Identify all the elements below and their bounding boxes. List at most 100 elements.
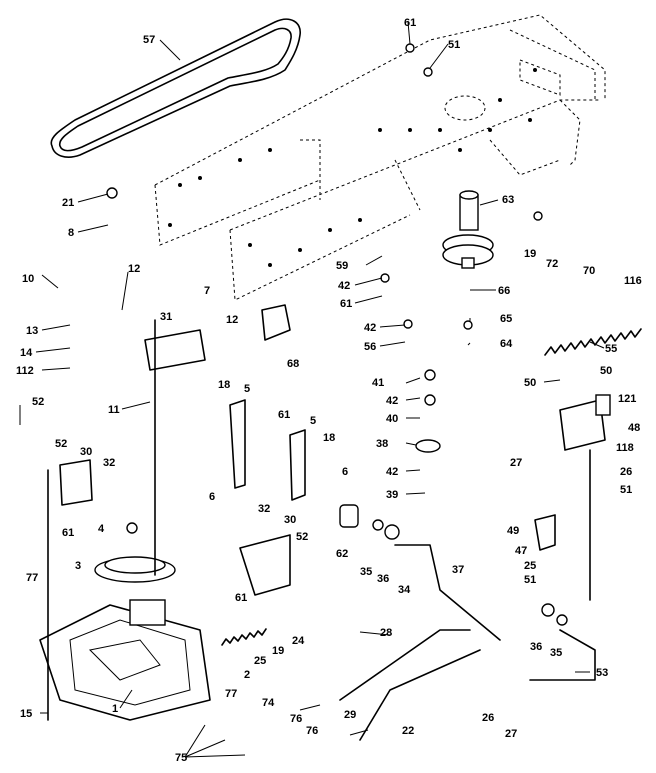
spring-25 (221, 628, 267, 646)
label-14: 14 (20, 347, 33, 359)
label-48: 48 (628, 422, 640, 434)
label-52c: 52 (296, 531, 308, 543)
label-30: 30 (80, 446, 92, 458)
label-13: 13 (26, 325, 38, 337)
label-42b: 42 (364, 322, 376, 334)
label-112: 112 (16, 365, 34, 377)
label-6b: 6 (342, 466, 348, 478)
label-35b: 35 (550, 647, 562, 659)
label-12: 12 (128, 263, 140, 275)
label-52b: 52 (55, 438, 67, 450)
label-36b: 36 (530, 641, 542, 653)
label-42: 42 (338, 280, 350, 292)
label-19b: 19 (272, 645, 284, 657)
label-61b: 61 (340, 298, 352, 310)
label-28: 28 (380, 627, 392, 639)
label-118: 118 (616, 442, 634, 454)
label-65: 65 (500, 313, 512, 325)
label-11: 11 (108, 404, 120, 416)
label-63: 63 (502, 194, 514, 206)
label-51: 51 (448, 39, 460, 51)
label-24: 24 (292, 635, 305, 647)
label-42c: 42 (386, 395, 398, 407)
label-76b: 76 (306, 725, 318, 737)
label-26: 26 (620, 466, 632, 478)
label-77b: 77 (225, 688, 237, 700)
label-72: 72 (546, 258, 558, 270)
label-10: 10 (22, 273, 34, 285)
label-75: 75 (175, 752, 187, 764)
label-61c: 61 (278, 409, 290, 421)
idler-pulley-assembly (442, 190, 494, 269)
label-5b: 5 (310, 415, 316, 427)
frame-bolt-holes (168, 68, 537, 267)
label-50: 50 (524, 377, 536, 389)
label-6: 6 (209, 491, 215, 503)
drive-belt (50, 18, 301, 158)
label-61d: 61 (62, 527, 74, 539)
label-41: 41 (372, 377, 384, 389)
transmission (39, 556, 211, 721)
label-35: 35 (360, 566, 372, 578)
label-77: 77 (26, 572, 38, 584)
main-frame (154, 14, 606, 301)
label-64: 64 (500, 338, 513, 350)
label-19: 19 (524, 248, 536, 260)
label-22: 22 (402, 725, 414, 737)
label-25: 25 (524, 560, 536, 572)
label-37: 37 (452, 564, 464, 576)
label-50b: 50 (600, 365, 612, 377)
label-61: 61 (404, 17, 416, 29)
label-53: 53 (596, 667, 608, 679)
label-29: 29 (344, 709, 356, 721)
label-52: 52 (32, 396, 44, 408)
label-116: 116 (624, 275, 642, 287)
label-12b: 12 (226, 314, 238, 326)
label-31: 31 (160, 311, 172, 323)
label-74: 74 (262, 697, 275, 709)
control-rods (47, 319, 596, 741)
label-39: 39 (386, 489, 398, 501)
brackets (59, 304, 606, 596)
label-18b: 18 (323, 432, 335, 444)
label-49: 49 (507, 525, 519, 537)
leader-lines (19, 21, 605, 758)
label-55: 55 (605, 343, 617, 355)
label-4: 4 (98, 523, 105, 535)
label-62: 62 (336, 548, 348, 560)
label-18: 18 (218, 379, 230, 391)
label-70: 70 (583, 265, 595, 277)
spring-55 (544, 328, 642, 356)
label-42d: 42 (386, 466, 398, 478)
label-27: 27 (510, 457, 522, 469)
label-7: 7 (204, 285, 210, 297)
label-56: 56 (364, 341, 376, 353)
label-36: 36 (377, 573, 389, 585)
label-32b: 32 (258, 503, 270, 515)
label-57: 57 (143, 34, 155, 46)
label-15: 15 (20, 708, 32, 720)
label-121: 121 (618, 393, 636, 405)
label-1: 1 (112, 703, 118, 715)
label-2: 2 (244, 669, 250, 681)
label-38: 38 (376, 438, 388, 450)
label-21: 21 (62, 197, 74, 209)
label-30b: 30 (284, 514, 296, 526)
label-32: 32 (103, 457, 115, 469)
label-51b: 51 (620, 484, 632, 496)
label-3: 3 (75, 560, 81, 572)
label-5: 5 (244, 383, 250, 395)
label-66: 66 (498, 285, 510, 297)
label-68: 68 (287, 358, 299, 370)
label-25b: 25 (254, 655, 266, 667)
label-40: 40 (386, 413, 398, 425)
label-59: 59 (336, 260, 348, 272)
label-26b: 26 (482, 712, 494, 724)
label-27b: 27 (505, 728, 517, 740)
label-61e: 61 (235, 592, 247, 604)
label-34: 34 (398, 584, 411, 596)
label-51c: 51 (524, 574, 536, 586)
label-76: 76 (290, 713, 302, 725)
label-8: 8 (68, 227, 74, 239)
